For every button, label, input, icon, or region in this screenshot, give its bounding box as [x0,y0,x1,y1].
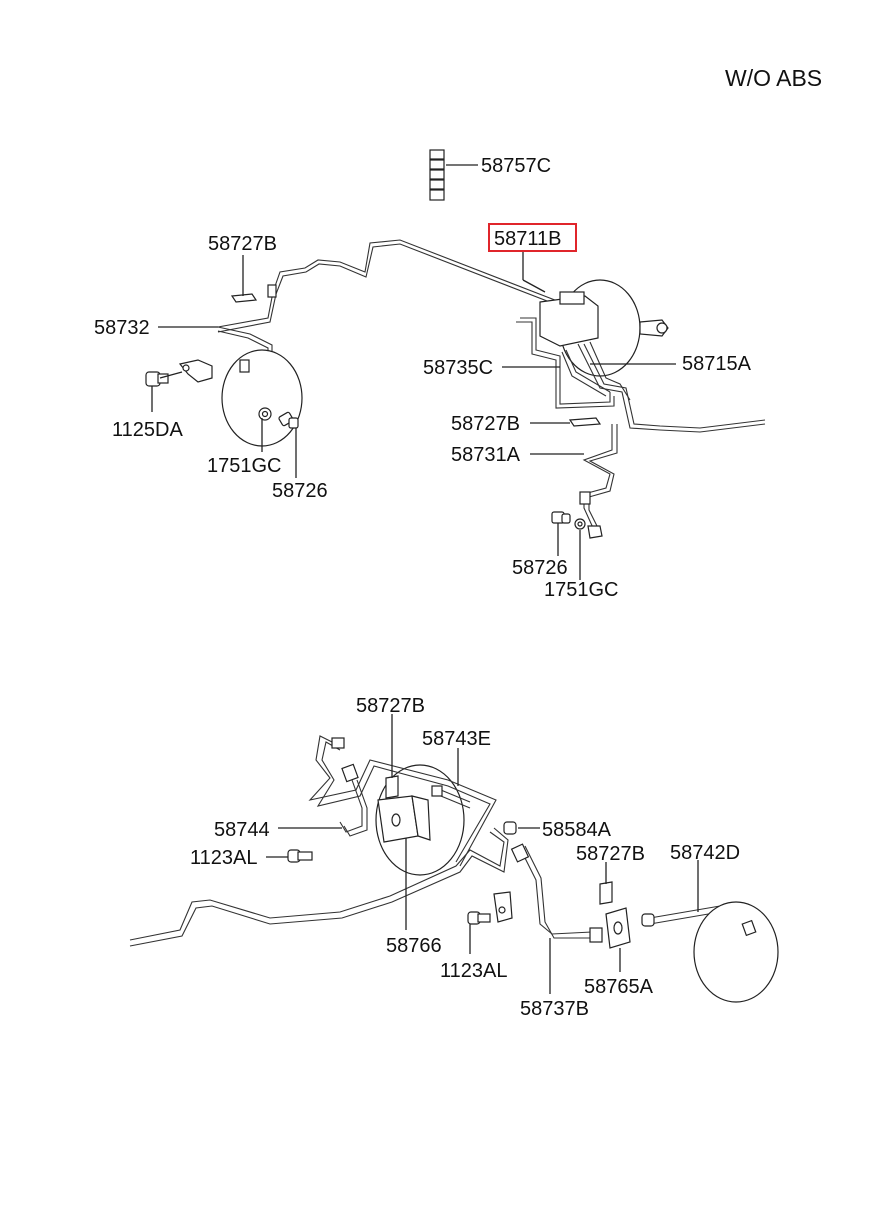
label-1123AL-a[interactable]: 1123AL [190,847,257,869]
bottom-assembly [129,714,779,1003]
label-58726-a[interactable]: 58726 [272,480,328,502]
label-1123AL-b[interactable]: 1123AL [440,960,507,982]
label-58727B-c[interactable]: 58727B [356,695,425,717]
brake-pipe-58744[interactable] [339,779,368,837]
brake-pipe-58735C[interactable] [516,317,615,409]
label-58765A[interactable]: 58765A [584,976,654,998]
washer-1751GC-b-inner [577,521,583,527]
label-58742D[interactable]: 58742D [670,842,740,864]
label-58584A[interactable]: 58584A [542,819,612,841]
bracket-58727B-c [385,775,399,799]
pipe-end-fitting-b [579,491,591,505]
label-58737B[interactable]: 58737B [520,998,589,1020]
label-58727B-b[interactable]: 58727B [451,413,520,435]
pipe-fitting-58737B-top [510,843,530,863]
pipe-fitting-58744-top [341,763,359,783]
brake-pipe-58737B[interactable] [519,845,593,939]
label-58732[interactable]: 58732 [94,317,150,339]
label-58727B-a[interactable]: 58727B [208,233,277,255]
wheel-backplate-right [693,901,779,1003]
brake-pipe-58731A[interactable] [582,424,618,531]
label-58726-b[interactable]: 58726 [512,557,568,579]
label-58757C[interactable]: 58757C [481,155,551,177]
bolt-1123AL-b [467,911,491,925]
label-58743E[interactable]: 58743E [422,728,491,750]
pipe-fitting-right-wheel [741,919,757,937]
bracket-58727B-a [230,293,258,303]
label-58727B-d[interactable]: 58727B [576,843,645,865]
label-58715A[interactable]: 58715A [682,353,752,375]
label-58711B[interactable]: 58711B [494,228,561,250]
brake-booster [539,279,669,377]
top-assembly [145,149,766,580]
pipe-fitting-58742D [641,913,655,927]
brake-pipe-long-rear[interactable] [129,827,509,947]
bolt-1123AL-a [287,849,313,863]
label-58766[interactable]: 58766 [386,935,442,957]
variant-label: W/O ABS [725,65,822,91]
bolt-1125DA [145,371,183,387]
hose-end-fitting [587,525,603,539]
bracket-58727B-d [599,881,613,905]
brake-pipe-58715A[interactable] [577,341,766,433]
bolt-58726-a [278,411,299,429]
label-58744[interactable]: 58744 [214,819,270,841]
pipe-flare-nut [267,284,277,298]
pipe-fitting-58743E [431,785,443,797]
label-1125DA[interactable]: 1125DA [112,419,183,441]
pipe-fitting-58737B-end [589,927,603,943]
label-1751GC-b[interactable]: 1751GC [544,579,619,601]
clip-bracket-left [178,359,213,383]
washer-1751GC-a-inner [261,410,269,418]
label-58731A[interactable]: 58731A [451,444,521,466]
label-58735C[interactable]: 58735C [423,357,493,379]
pipe-end-fitting [239,359,250,373]
brake-pipe-58711B[interactable] [217,239,561,333]
label-1751GC-a[interactable]: 1751GC [207,455,282,477]
bolt-58726-b [551,511,571,524]
bracket-58766 [377,795,431,843]
fitting-58584A [503,821,517,835]
highlight-box-58711B [488,223,577,252]
pipe-fitting-upper [331,737,345,749]
bracket-58727B-b [568,417,602,427]
clip-stack-58757C [429,149,445,201]
bracket-58765A [605,907,631,949]
clip-bracket-right [493,891,513,923]
